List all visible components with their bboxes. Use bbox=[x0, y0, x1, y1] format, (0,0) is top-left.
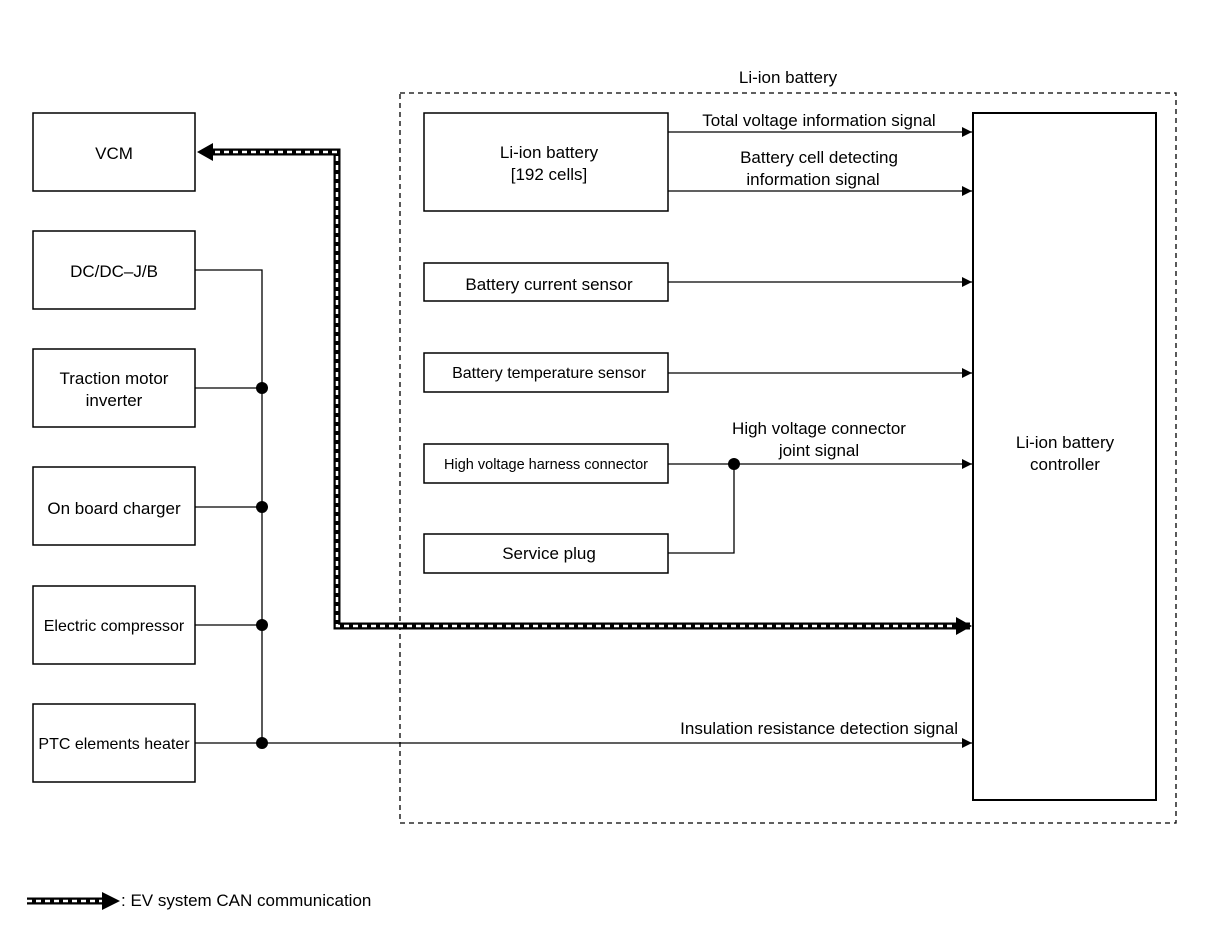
service-plug-box: Service plug bbox=[423, 533, 669, 574]
battery-temperature-sensor-box: Battery temperature sensor bbox=[423, 352, 669, 393]
junction-dot bbox=[256, 619, 268, 631]
service-plug-label: Service plug bbox=[502, 544, 596, 563]
ptc-heater-label: PTC elements heater bbox=[38, 736, 190, 753]
hv-joint-signal-label-2: joint signal bbox=[778, 441, 859, 460]
can-communication-line bbox=[197, 143, 972, 635]
li-ion-battery-cells-label-1: Li-ion battery bbox=[500, 143, 599, 162]
joint-junction-dot bbox=[728, 458, 740, 470]
cell-detect-signal-label-1: Battery cell detecting bbox=[740, 148, 898, 167]
legend-can-symbol bbox=[27, 892, 120, 910]
traction-motor-inverter-box: Traction motor inverter bbox=[32, 348, 196, 428]
electric-compressor-box: Electric compressor bbox=[32, 585, 196, 665]
vcm-box: VCM bbox=[32, 112, 196, 192]
high-voltage-harness-connector-box: High voltage harness connector bbox=[423, 443, 669, 484]
insulation-signal-label: Insulation resistance detection signal bbox=[680, 719, 958, 738]
battery-temperature-sensor-label: Battery temperature sensor bbox=[452, 365, 647, 382]
controller-label-1: Li-ion battery bbox=[1016, 433, 1115, 452]
battery-pack-group bbox=[399, 92, 1177, 824]
cell-detect-signal-label-2: information signal bbox=[746, 170, 879, 189]
controller-label-2: controller bbox=[1030, 455, 1100, 474]
li-ion-battery-cells-label-2: [192 cells] bbox=[511, 165, 588, 184]
electric-compressor-label: Electric compressor bbox=[44, 618, 185, 635]
service-plug-joint-line bbox=[668, 464, 735, 554]
on-board-charger-label: On board charger bbox=[47, 499, 181, 518]
battery-current-sensor-box: Battery current sensor bbox=[423, 262, 669, 302]
traction-motor-label-2: inverter bbox=[86, 391, 143, 410]
junction-dot bbox=[256, 382, 268, 394]
total-voltage-signal-label: Total voltage information signal bbox=[702, 111, 935, 130]
li-ion-battery-controller-box: Li-ion battery controller bbox=[972, 112, 1157, 801]
vcm-label: VCM bbox=[95, 144, 133, 163]
power-bus-line bbox=[195, 269, 263, 743]
legend: : EV system CAN communication bbox=[27, 891, 371, 910]
dcdc-jb-label: DC/DC–J/B bbox=[70, 262, 158, 281]
legend-can-label: : EV system CAN communication bbox=[121, 891, 371, 910]
high-voltage-harness-connector-label: High voltage harness connector bbox=[444, 457, 648, 473]
battery-pack-group-label: Li-ion battery bbox=[739, 68, 838, 87]
battery-current-sensor-label: Battery current sensor bbox=[465, 275, 633, 294]
hv-joint-signal-label-1: High voltage connector bbox=[732, 419, 906, 438]
dcdc-jb-box: DC/DC–J/B bbox=[32, 230, 196, 310]
ptc-heater-box: PTC elements heater bbox=[32, 703, 196, 783]
li-ion-battery-cells-box: Li-ion battery [192 cells] bbox=[423, 112, 669, 212]
junction-dot bbox=[256, 501, 268, 513]
on-board-charger-box: On board charger bbox=[32, 466, 196, 546]
traction-motor-label-1: Traction motor bbox=[60, 369, 169, 388]
